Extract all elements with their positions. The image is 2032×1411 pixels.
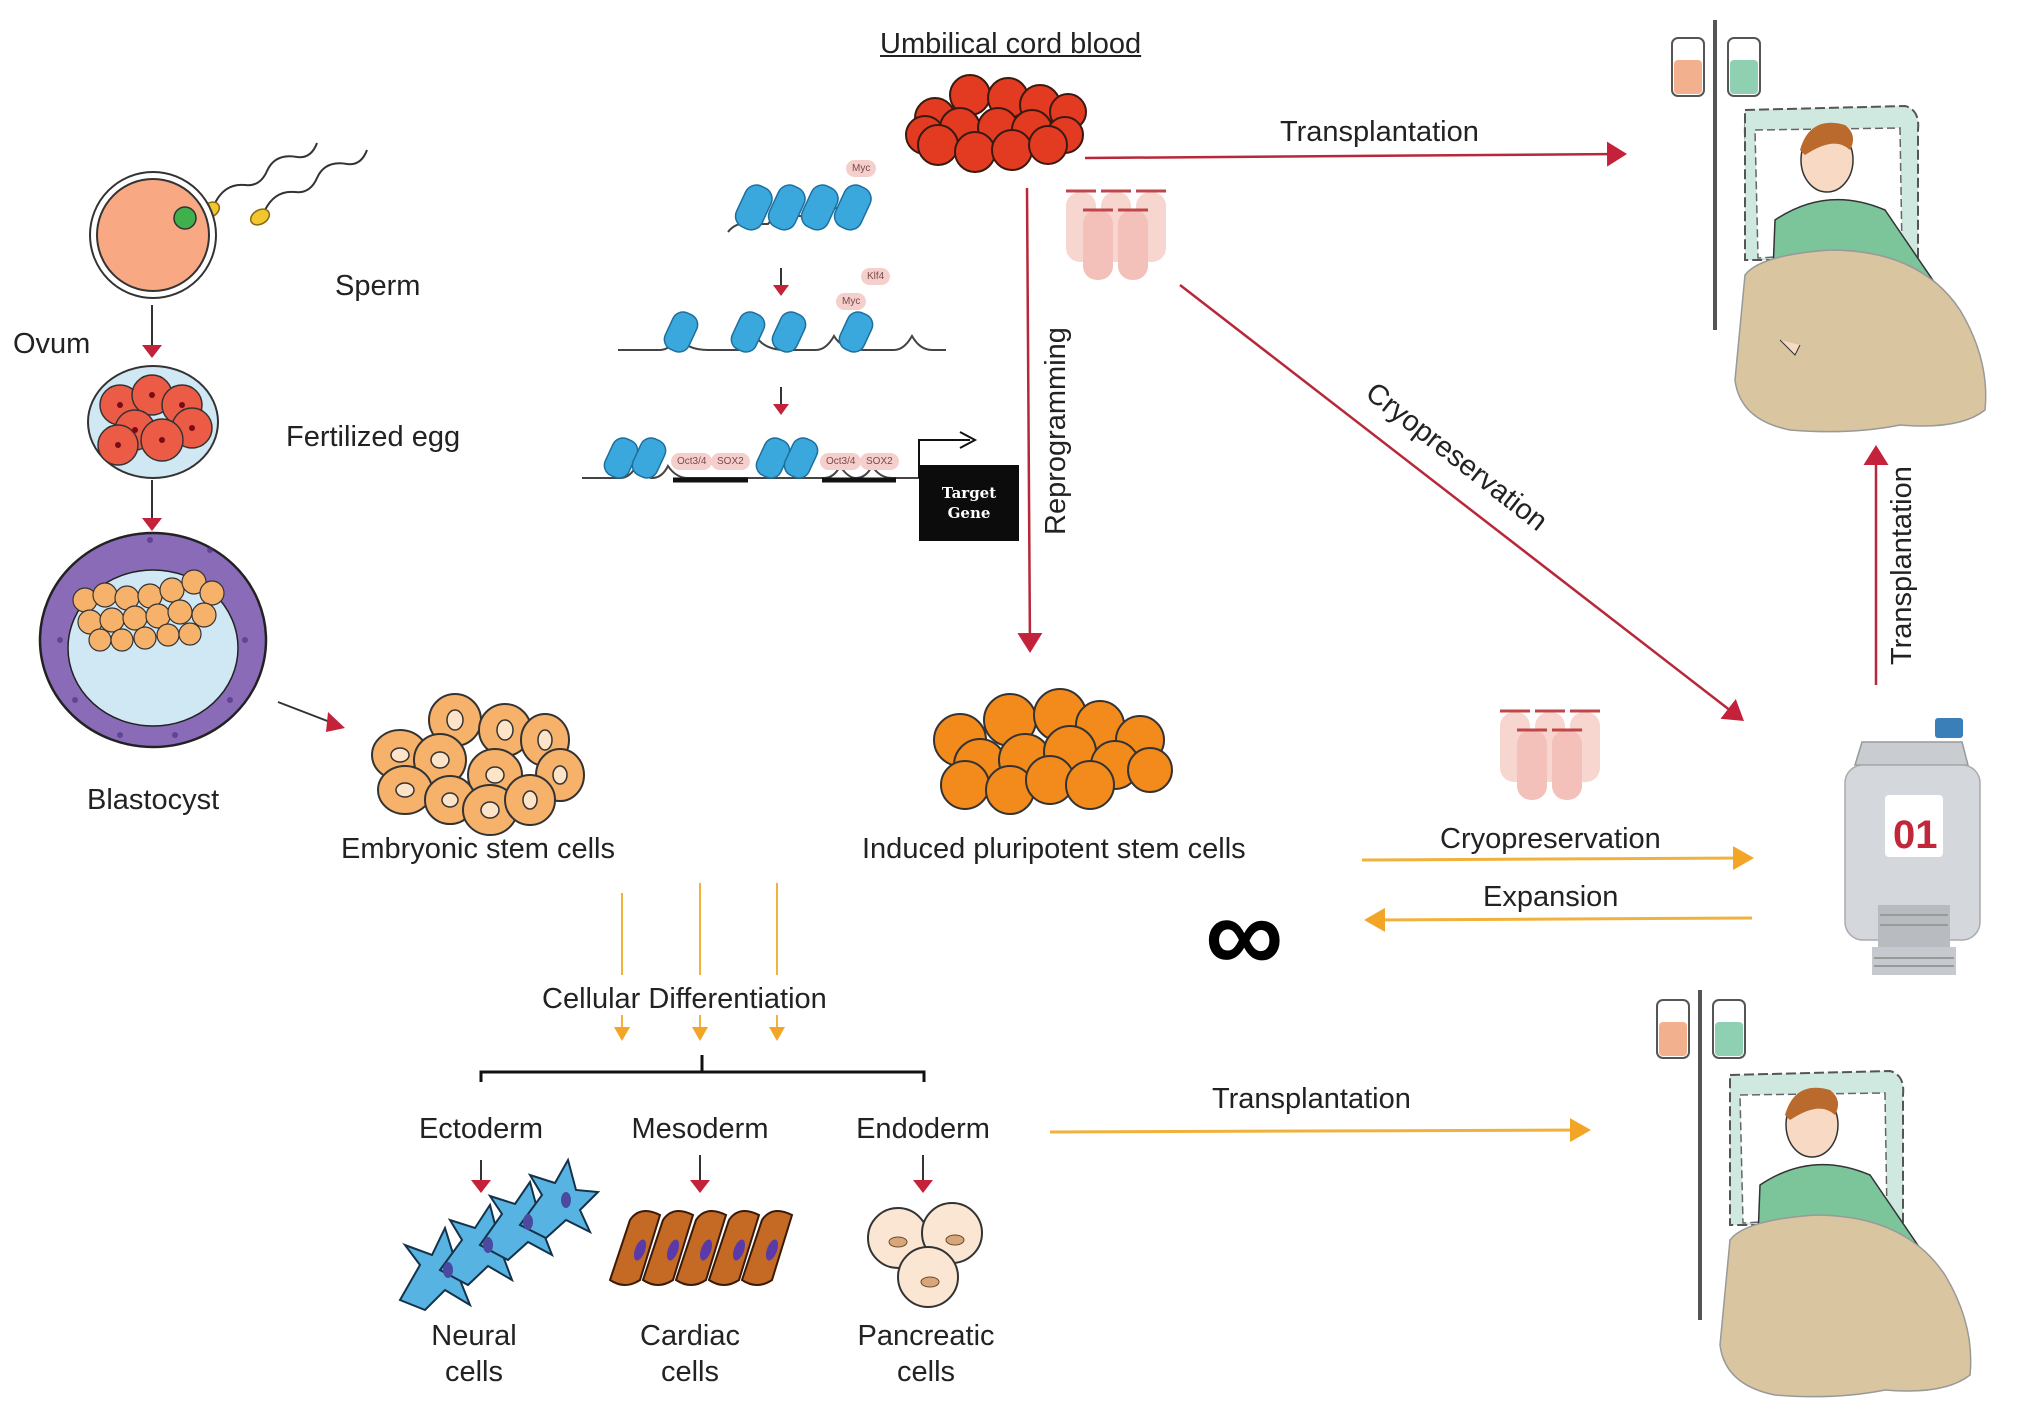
neural-line2: cells (444, 1356, 503, 1389)
tank-label: 01 (1893, 813, 1938, 857)
tf-oct34-2: Oct3/4 (820, 453, 862, 470)
arrow-ovum-to-egg (142, 305, 162, 358)
label-cardiac-cells: Cardiac cells (640, 1318, 740, 1391)
label-blastocyst: Blastocyst (87, 784, 220, 816)
label-embryonic-stem-cells: Embryonic stem cells (341, 833, 615, 865)
label-endoderm: Endoderm (856, 1113, 990, 1145)
chromatin-compact (727, 184, 872, 233)
germ-layer-bracket (479, 1055, 926, 1082)
label-sperm: Sperm (335, 270, 421, 302)
cardiac-cells-icon (608, 1210, 794, 1286)
fertilized-egg-icon (87, 365, 219, 479)
tf-oct34-1: Oct3/4 (671, 453, 713, 470)
tf-klf4: Klf4 (861, 268, 891, 285)
patient-bottom-icon (1656, 990, 1972, 1398)
label-pancreatic-cells: Pancreatic cells (857, 1318, 994, 1391)
label-umbilical-cord-blood: Umbilical cord blood (880, 28, 1142, 60)
label-transplantation-diff: Transplantation (1212, 1083, 1411, 1115)
label-transplantation-tank: Transplantation (1886, 466, 1918, 665)
label-ipsc: Induced pluripotent stem cells (862, 833, 1246, 865)
neural-cells-icon (398, 1157, 601, 1312)
ipsc-cells-icon (933, 688, 1173, 815)
cardiac-line2: cells (660, 1356, 719, 1389)
tf-sox2-2: SOX2 (860, 453, 899, 470)
label-reprogramming: Reprogramming (1040, 327, 1072, 535)
label-mesoderm: Mesoderm (631, 1113, 769, 1145)
blastocyst-icon (38, 531, 268, 749)
patient-top-icon (1671, 20, 1987, 433)
cryovials-ipsc-icon (1500, 709, 1600, 800)
label-transplantation-cord: Transplantation (1280, 116, 1479, 148)
target-gene-box: Target Gene (919, 465, 1019, 541)
arrow-ipsc-cryo (1361, 846, 1754, 871)
pancreatic-line1: Pancreatic (857, 1320, 995, 1352)
sperm-icon (199, 142, 368, 226)
arrows-differentiation (614, 883, 785, 1041)
label-cellular-differentiation: Cellular Differentiation (542, 983, 827, 1015)
ovum-icon (89, 171, 217, 299)
cryo-storage-tank-icon (1844, 718, 1981, 975)
label-fertilized-egg: Fertilized egg (286, 421, 461, 453)
arrow-reprogramming (1017, 187, 1043, 653)
pancreatic-line2: cells (896, 1356, 956, 1389)
chromatin-active (582, 431, 978, 483)
arrow-chromatin-1 (773, 268, 789, 296)
label-neural-cells: Neural cells (431, 1318, 516, 1391)
infinity-icon: ∞ (1205, 873, 1284, 996)
tf-sox2-1: SOX2 (711, 453, 750, 470)
pancreatic-cells-icon (867, 1202, 983, 1308)
arrow-expansion (1364, 907, 1753, 932)
arrow-chromatin-2 (773, 387, 789, 415)
germ-layer-arrows (471, 1155, 933, 1193)
arrow-diff-transplant (1049, 1118, 1591, 1143)
arrow-egg-to-blastocyst (142, 480, 162, 531)
label-ectoderm: Ectoderm (418, 1113, 544, 1145)
cryovials-cord-icon (1066, 189, 1166, 280)
label-cryopreservation-ipsc: Cryopreservation (1440, 823, 1661, 855)
label-ovum: Ovum (13, 328, 91, 360)
tf-myc-2: Myc (836, 293, 867, 310)
label-expansion: Expansion (1483, 881, 1619, 913)
tf-myc-1: Myc (846, 160, 877, 177)
cardiac-line1: Cardiac (640, 1320, 740, 1352)
arrow-cord-cryo (1179, 284, 1744, 722)
embryonic-stem-cells-icon (371, 693, 585, 836)
cord-blood-cells-icon (905, 74, 1087, 173)
neural-line1: Neural (431, 1320, 517, 1352)
arrow-cord-transplant (1084, 141, 1627, 167)
chromatin-open (618, 311, 946, 353)
arrow-blastocyst-to-esc (277, 701, 345, 732)
